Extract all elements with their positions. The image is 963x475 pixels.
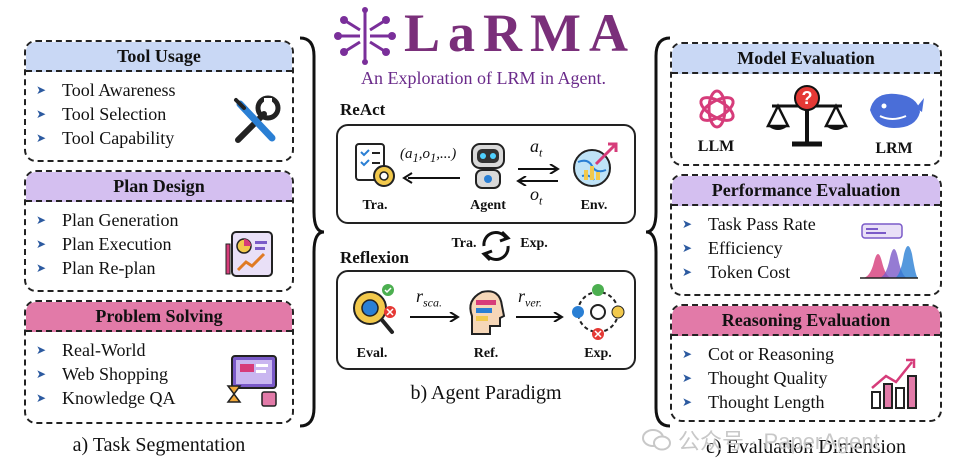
list-item: ➤Plan Re-plan [36, 258, 156, 278]
reward-scalar: rsca. [416, 286, 443, 310]
arrow-icon: ➤ [36, 131, 47, 145]
list-item: ➤Real-World [36, 340, 146, 360]
reasoning-evaluation-title: Reasoning Evaluation [672, 306, 940, 336]
scale-balance-icon: ? [765, 85, 849, 147]
reflexion-box: Eval. rsca. Ref. rver. Exp. [336, 270, 636, 370]
app-title: LaRMA [404, 3, 636, 63]
list-item: ➤Thought Length [682, 392, 825, 412]
computer-screen-icon [226, 355, 277, 407]
observation-ot: ot [530, 184, 543, 208]
arrow-icon: ➤ [682, 347, 693, 361]
arrow-left-icon [402, 172, 460, 184]
arrow-icon: ➤ [36, 343, 47, 357]
list-item: ➤Tool Capability [36, 128, 175, 148]
arrow-icon: ➤ [36, 83, 47, 97]
arrow-left-icon [516, 176, 558, 186]
list-item: ➤Web Shopping [36, 364, 169, 384]
list-item: ➤Thought Quality [682, 368, 828, 388]
brain-circuit-logo [334, 7, 396, 65]
arrow-icon: ➤ [36, 367, 47, 381]
bar-trend-icon [871, 358, 917, 409]
evaluation-brain-icon [353, 284, 396, 334]
app-subtitle: An Exploration of LRM in Agent. [361, 68, 606, 88]
tool-usage-title: Tool Usage [26, 42, 292, 72]
plan-design-card: Plan Design ➤Plan Generation ➤Plan Execu… [24, 170, 294, 292]
env-label: Env. [580, 198, 608, 213]
right-brace [645, 36, 671, 428]
agent-label: Agent [470, 198, 506, 213]
wechat-icon [642, 429, 671, 451]
arrow-icon: ➤ [36, 261, 47, 275]
list-item: ➤Token Cost [682, 262, 791, 282]
globe-environment-icon [573, 142, 618, 187]
wrench-screwdriver-icon [234, 95, 281, 143]
arrow-icon: ➤ [36, 213, 47, 227]
arrow-icon: ➤ [36, 391, 47, 405]
tool-usage-card: Tool Usage ➤Tool Awareness ➤Tool Selecti… [24, 40, 294, 162]
arrow-icon: ➤ [682, 371, 693, 385]
arrow-icon: ➤ [36, 107, 47, 121]
plan-board-icon [225, 231, 273, 277]
arrow-icon: ➤ [36, 237, 47, 251]
evaluation-dimension-caption: c) Evaluation Dimension [706, 436, 906, 458]
arrow-icon: ➤ [682, 217, 693, 231]
reflexion-title: Reflexion [340, 248, 409, 267]
reasoning-evaluation-card: Reasoning Evaluation ➤Cot or Reasoning ➤… [670, 304, 942, 422]
list-item: ➤Knowledge QA [36, 388, 176, 408]
list-item: ➤Efficiency [682, 238, 783, 258]
list-item: ➤Plan Generation [36, 210, 179, 230]
distribution-chart-icon [860, 223, 918, 279]
plan-design-title: Plan Design [26, 172, 292, 202]
arrow-icon: ➤ [682, 265, 693, 279]
lrm-label: LRM [875, 140, 913, 157]
problem-solving-card: Problem Solving ➤Real-World ➤Web Shoppin… [24, 300, 294, 424]
arrow-icon: ➤ [682, 395, 693, 409]
llm-label: LLM [697, 138, 735, 155]
watermark: 公众号 · PaperAgent [642, 424, 880, 456]
whale-logo-icon [870, 93, 924, 128]
arrow-icon: ➤ [682, 241, 693, 255]
reflection-head-icon [469, 290, 506, 335]
problem-solving-title: Problem Solving [26, 302, 292, 332]
exp-label: Exp. [584, 346, 612, 361]
model-evaluation-title: Model Evaluation [672, 44, 940, 74]
list-item: ➤Plan Execution [36, 234, 172, 254]
performance-evaluation-title: Performance Evaluation [672, 176, 940, 206]
left-brace [299, 36, 325, 428]
reward-verbal: rver. [518, 286, 543, 310]
agent-paradigm-caption: b) Agent Paradigm [410, 382, 562, 404]
arrow-right-icon [518, 164, 560, 174]
tra-label: Tra. [362, 198, 388, 213]
cycle-icon [481, 230, 511, 262]
arrow-right-icon [410, 312, 460, 322]
experience-network-icon [572, 284, 625, 340]
model-evaluation-card: Model Evaluation LLM ? LRM [670, 42, 942, 166]
list-item: ➤Tool Selection [36, 104, 167, 124]
list-item: ➤Task Pass Rate [682, 214, 816, 234]
performance-evaluation-card: Performance Evaluation ➤Task Pass Rate ➤… [670, 174, 942, 296]
openai-logo-icon [699, 89, 735, 129]
task-segmentation-caption: a) Task Segmentation [72, 434, 246, 456]
eval-label: Eval. [356, 346, 388, 361]
ref-label: Ref. [473, 346, 499, 361]
list-item: ➤Tool Awareness [36, 80, 176, 100]
robot-agent-icon [471, 143, 505, 189]
trajectory-document-icon [355, 143, 395, 187]
cycle-right-label: Exp. [520, 236, 548, 251]
react-title: ReAct [340, 100, 386, 119]
arrow-right-icon [516, 312, 564, 322]
list-item: ➤Cot or Reasoning [682, 344, 834, 364]
action-at: at [530, 136, 543, 160]
svg-text:?: ? [802, 88, 813, 108]
react-box: Tra. (a1,o1,...) Agent at ot Env. [336, 124, 636, 224]
cycle-left-label: Tra. [451, 236, 477, 251]
trajectory-sequence: (a1,o1,...) [400, 146, 457, 165]
